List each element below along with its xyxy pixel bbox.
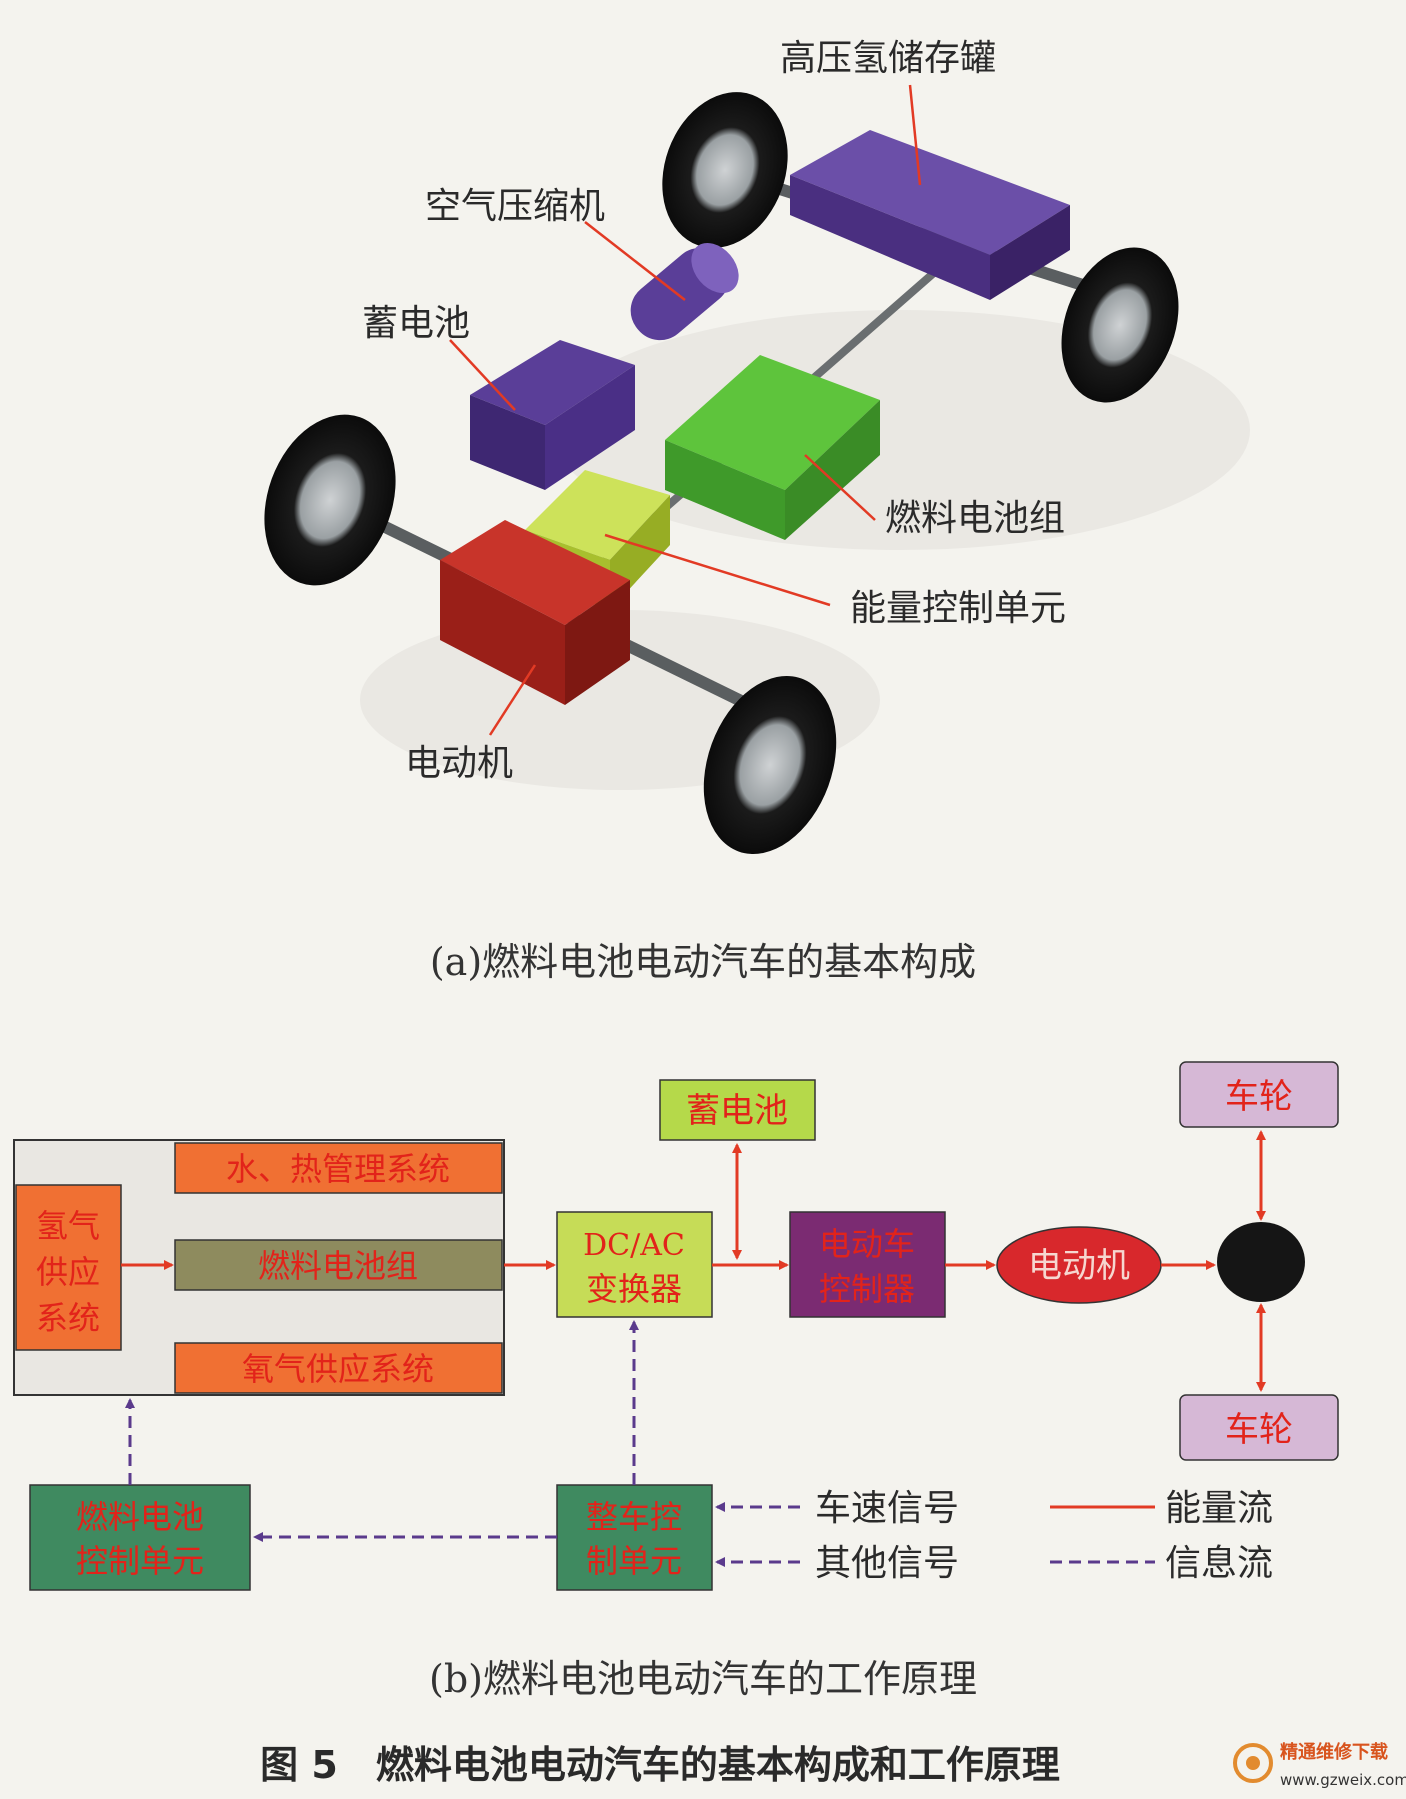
- chassis-illustration: [264, 84, 1250, 855]
- caption-part-a: (a)燃料电池电动汽车的基本构成: [430, 940, 976, 984]
- box-water-heat-management: [174, 1142, 503, 1194]
- wheel-rear-right: [1061, 247, 1179, 403]
- watermark-text: 精通维修下载: [1280, 1741, 1388, 1763]
- text-wheel-bottom: 车轮: [1225, 1410, 1293, 1450]
- text-battery: 蓄电池: [686, 1091, 788, 1131]
- label-motor: 电动机: [405, 743, 513, 784]
- text-wheel-top: 车轮: [1225, 1077, 1293, 1117]
- label-air-compressor: 空气压缩机: [425, 186, 605, 227]
- legend-energy-label: 能量流: [1165, 1488, 1273, 1529]
- text-hydrogen-supply-3: 系统: [36, 1299, 100, 1337]
- box-battery: [659, 1079, 816, 1141]
- hydrogen-tank-block: [790, 130, 1070, 300]
- label-speed-signal: 车速信号: [815, 1488, 959, 1529]
- text-motor-controller-2: 控制器: [819, 1270, 915, 1308]
- legend: 能量流 信息流: [1050, 1488, 1273, 1584]
- box-fuel-cell-control-unit: [29, 1484, 251, 1591]
- text-vehicle-control-1: 整车控: [586, 1498, 682, 1536]
- text-water-heat-management: 水、热管理系统: [226, 1150, 450, 1188]
- text-motor: 电动机: [1028, 1246, 1130, 1286]
- text-dcac-2: 变换器: [586, 1270, 682, 1308]
- text-hydrogen-supply-1: 氢气: [36, 1207, 100, 1245]
- label-fuel-cell-stack: 燃料电池组: [885, 498, 1065, 539]
- box-wheel-bottom: [1179, 1394, 1339, 1461]
- text-hydrogen-supply-2: 供应: [36, 1253, 100, 1291]
- box-wheel-top: [1179, 1061, 1339, 1128]
- label-other-signal: 其他信号: [815, 1543, 959, 1584]
- figure-caption: 图 5 燃料电池电动汽车的基本构成和工作原理: [260, 1743, 1060, 1787]
- wheel-front-left: [264, 414, 396, 586]
- box-fuel-cell-stack: [174, 1239, 503, 1291]
- label-energy-control-unit: 能量控制单元: [850, 588, 1066, 629]
- text-fc-control-2: 控制单元: [76, 1542, 204, 1580]
- caption-part-b: (b)燃料电池电动汽车的工作原理: [429, 1657, 977, 1701]
- label-hydrogen-tank: 高压氢储存罐: [780, 38, 996, 79]
- block-diagram: 水、热管理系统 氢气 供应 系统 燃料电池组 氧气供应系统 蓄电池 DC/AC …: [13, 1061, 1339, 1591]
- air-compressor-block: [630, 242, 739, 341]
- legend-info-label: 信息流: [1165, 1543, 1273, 1584]
- box-motor-controller: [789, 1211, 946, 1318]
- text-fuel-cell-stack: 燃料电池组: [258, 1247, 418, 1285]
- wheel-rear-left: [662, 92, 788, 248]
- text-fc-control-1: 燃料电池: [76, 1498, 204, 1536]
- text-oxygen-supply: 氧气供应系统: [242, 1350, 434, 1388]
- box-oxygen-supply: [174, 1342, 503, 1394]
- text-vehicle-control-2: 制单元: [586, 1542, 682, 1580]
- box-vehicle-control-unit: [556, 1484, 713, 1591]
- text-dcac-1: DC/AC: [583, 1228, 685, 1263]
- watermark-url: www.gzweix.com: [1280, 1771, 1406, 1789]
- watermark: 精通维修下载 www.gzweix.com: [1233, 1741, 1406, 1789]
- drive-node: [1217, 1222, 1305, 1302]
- fuel-cell-stack-block: [665, 355, 880, 540]
- box-hydrogen-supply: [15, 1184, 122, 1351]
- wheel-front-right: [703, 675, 837, 855]
- text-motor-controller-1: 电动车: [819, 1225, 915, 1263]
- box-dcac-converter: [556, 1211, 713, 1318]
- label-battery: 蓄电池: [362, 303, 470, 344]
- battery-block: [470, 340, 635, 490]
